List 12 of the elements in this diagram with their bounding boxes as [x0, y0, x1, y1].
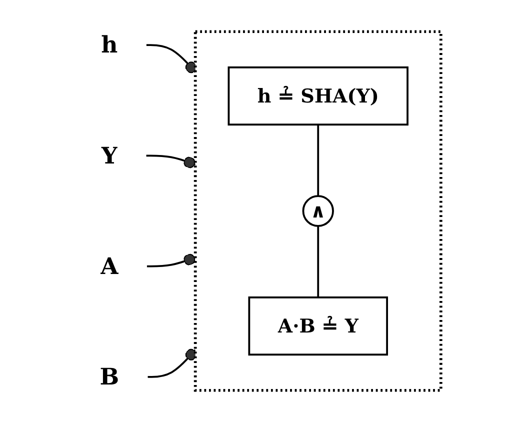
cluster [194, 30, 442, 392]
connector [146, 254, 196, 268]
node-text: Y [101, 141, 118, 170]
connector [317, 124, 320, 196]
node-circle: ∧ [302, 195, 334, 227]
node-text: B [100, 362, 120, 390]
connector [317, 226, 320, 298]
connector [146, 154, 196, 168]
node-box: A·B ≟ Y [248, 296, 388, 356]
node-text: h [101, 30, 118, 58]
node-box: h ≟ SHA(Y) [228, 66, 408, 126]
node-text: A [100, 252, 118, 280]
